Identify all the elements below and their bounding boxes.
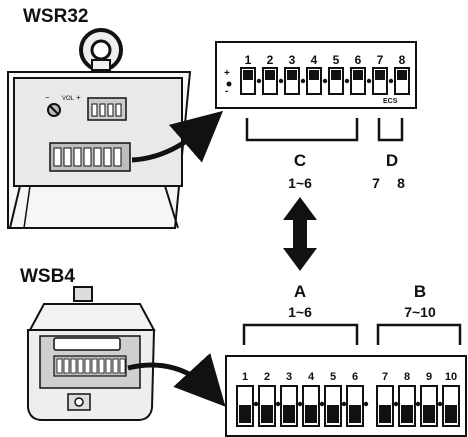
top-switch-number: 1: [245, 53, 252, 67]
curved-arrow-icon: [131, 110, 224, 163]
top-switch-lever: [397, 70, 407, 80]
double-arrow-icon: [283, 197, 317, 271]
top-switch-dot: [366, 78, 372, 84]
top-switch-lever: [331, 70, 341, 80]
bottom-switch-number: 10: [445, 371, 457, 383]
bottom-switch-lever: [239, 405, 251, 423]
bottom-switch-number: 3: [286, 371, 292, 383]
bottom-switch-lever: [445, 405, 457, 423]
bottom-switch-lever: [423, 405, 435, 423]
top-switch-number: 5: [333, 53, 340, 67]
bottom-switch-lever: [305, 405, 317, 423]
top-switch-number: 2: [267, 53, 274, 67]
top-switch-number: 8: [399, 53, 406, 67]
switch-tag-ecs: ECS: [383, 98, 398, 105]
bottom-switch-number: 9: [426, 371, 432, 383]
top-switch-lever: [287, 70, 297, 80]
wsb4-device-illustration: [27, 286, 156, 421]
switch-side-mark-plus: +: [224, 68, 230, 79]
top-switch-lever: [353, 70, 363, 80]
bottom-switch-dot: [341, 401, 347, 407]
top-switch-lever: [309, 70, 319, 80]
bottom-switch-lever: [349, 405, 361, 423]
group-c-range: 1~6: [288, 175, 312, 191]
bottom-switch-number: 8: [404, 371, 410, 383]
top-switch-dot: [322, 78, 328, 84]
bracket-b: [376, 323, 462, 345]
top-switch-number: 4: [311, 53, 318, 67]
bottom-switch-lever: [261, 405, 273, 423]
bracket-a: [242, 323, 359, 345]
group-b-range: 7~10: [404, 304, 436, 320]
group-c-letter: C: [294, 151, 306, 170]
device-label-wsr32: WSR32: [23, 6, 88, 27]
top-switch-dot: [278, 78, 284, 84]
top-switch-dot: [344, 78, 350, 84]
bottom-switch-dot: [437, 401, 443, 407]
bottom-switch-dot: [253, 401, 259, 407]
top-switch-lever: [375, 70, 385, 80]
bracket-d: [377, 118, 404, 142]
group-d-range-7: 7: [372, 175, 380, 191]
bottom-switch-lever: [379, 405, 391, 423]
top-switch-number: 3: [289, 53, 296, 67]
top-switch-number: 6: [355, 53, 362, 67]
device-label-wsb4: WSB4: [20, 266, 75, 287]
bottom-switch-lever: [327, 405, 339, 423]
group-a-range: 1~6: [288, 304, 312, 320]
switch-side-mark-minus: -: [225, 86, 228, 97]
svg-text:+: +: [76, 93, 81, 102]
group-d-range-8: 8: [397, 175, 405, 191]
group-d-letter: D: [386, 151, 398, 170]
top-switch-number: 7: [377, 53, 384, 67]
top-switch-lever: [265, 70, 275, 80]
bottom-switch-dot: [319, 401, 325, 407]
bottom-switch-dot: [393, 401, 399, 407]
bottom-switch-lever: [283, 405, 295, 423]
bottom-switch-number: 6: [352, 371, 358, 383]
top-switch-dot: [300, 78, 306, 84]
bottom-switch-dot: [415, 401, 421, 407]
svg-text:−: −: [45, 93, 50, 102]
wsr32-device-illustration: VOL − +: [7, 28, 192, 229]
top-switch-dot: [256, 78, 262, 84]
bottom-switch-dot: [363, 401, 369, 407]
group-b-letter: B: [414, 282, 426, 301]
bottom-switch-lever: [401, 405, 413, 423]
bottom-switch-number: 5: [330, 371, 336, 383]
bottom-switch-number: 1: [242, 371, 248, 383]
top-switch-lever: [243, 70, 253, 80]
bottom-switch-number: 2: [264, 371, 270, 383]
bracket-c: [245, 118, 359, 142]
bottom-switch-number: 4: [308, 371, 315, 383]
top-switch-dot: [388, 78, 394, 84]
bottom-switch-dot: [275, 401, 281, 407]
svg-text:VOL: VOL: [62, 96, 75, 102]
bottom-switch-dot: [297, 401, 303, 407]
bottom-switch-number: 7: [382, 371, 388, 383]
curved-arrow-icon-bottom: [127, 352, 226, 407]
group-a-letter: A: [294, 282, 306, 301]
